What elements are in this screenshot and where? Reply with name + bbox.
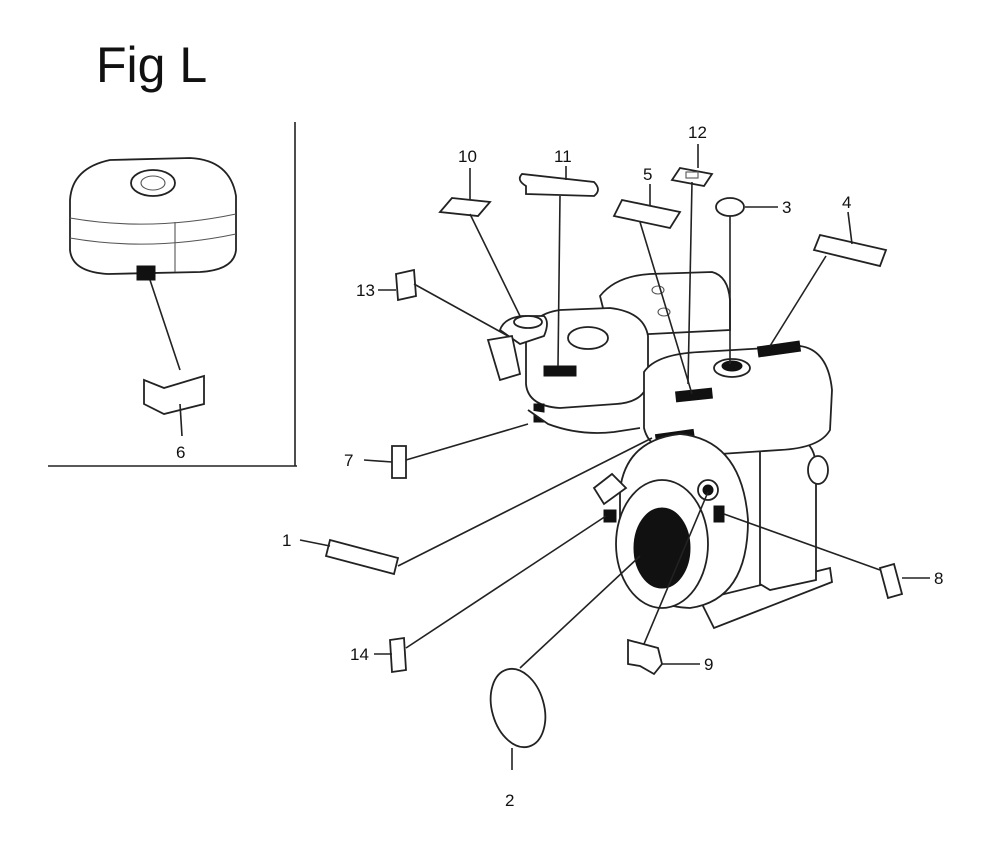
callout-8: 8 <box>934 569 943 588</box>
callout-14: 14 <box>350 645 369 664</box>
figure-title: Fig L <box>96 37 208 93</box>
decal-2 <box>489 667 547 749</box>
decal-4 <box>812 233 888 268</box>
callout-6: 6 <box>176 443 185 462</box>
leader-lines <box>179 144 930 770</box>
decal-5 <box>612 198 682 230</box>
inset-air-cleaner <box>69 157 237 371</box>
callout-11: 11 <box>554 147 572 166</box>
callout-5: 5 <box>643 165 652 184</box>
callout-13: 13 <box>356 281 375 300</box>
decal-9 <box>627 638 663 676</box>
decal-14 <box>389 636 407 674</box>
decal-10 <box>438 197 492 217</box>
callout-3: 3 <box>782 198 791 217</box>
decal-8 <box>878 562 904 600</box>
callout-labels: 1 2 3 4 5 6 7 8 9 10 11 12 13 14 <box>176 123 943 810</box>
callout-2: 2 <box>505 791 514 810</box>
decal-7 <box>391 445 407 479</box>
callout-1: 1 <box>282 531 291 550</box>
inset-frame <box>48 122 297 467</box>
decal-1 <box>324 538 400 576</box>
callout-4: 4 <box>842 193 851 212</box>
engine-body <box>486 271 833 630</box>
callout-7: 7 <box>344 451 353 470</box>
decal-6 <box>143 374 205 415</box>
decal-3 <box>715 197 745 217</box>
callout-9: 9 <box>704 655 713 674</box>
decal-13 <box>395 268 417 302</box>
decal-11 <box>518 173 599 197</box>
callout-12: 12 <box>688 123 707 142</box>
decal-12 <box>670 167 714 187</box>
callout-10: 10 <box>458 147 477 166</box>
